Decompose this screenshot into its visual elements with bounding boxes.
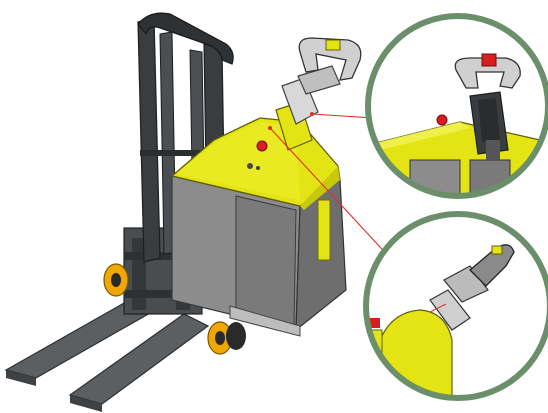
callout-top: [365, 13, 548, 199]
truck-body: [170, 117, 347, 337]
fork-right: [68, 313, 210, 405]
callout-ring-bottom: [363, 211, 548, 401]
wheel-drive: [226, 322, 246, 350]
body-bottom-frame: [229, 305, 301, 337]
detail-tiller-handle: [454, 57, 521, 89]
emergency-stop-button: [256, 140, 268, 152]
mast-top-crossbar: [137, 12, 234, 65]
callout-bottom: [363, 211, 548, 401]
detail-emergency-stop: [436, 114, 448, 126]
front-wheels: [103, 263, 246, 355]
tiller-arm: [275, 37, 362, 151]
mast-rail-left: [137, 17, 161, 263]
tiller-handle: [298, 37, 362, 81]
callout-ring-top: [365, 13, 548, 199]
tiller-shaft: [281, 77, 319, 125]
detail-tiller-arm: [429, 289, 471, 331]
